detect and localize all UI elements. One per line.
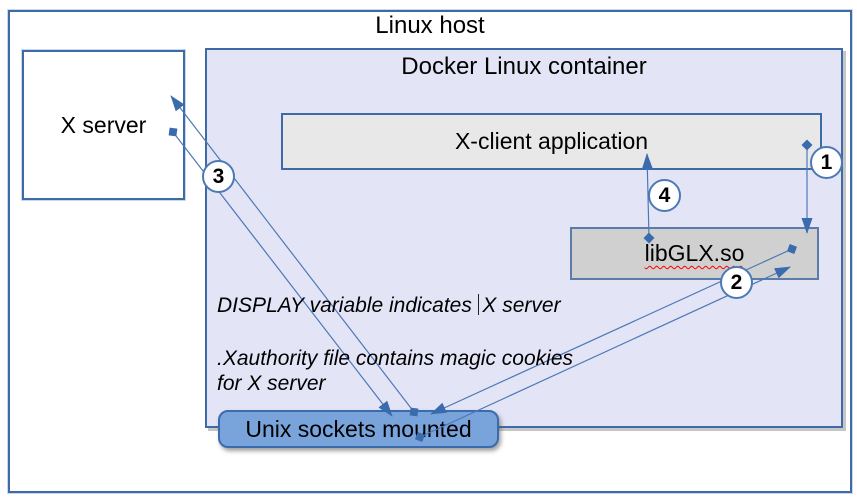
libglx-label: libGLX.so	[644, 240, 745, 266]
docker-container-title: Docker Linux container	[401, 53, 647, 80]
xauthority-note-line2: for X server	[217, 372, 326, 395]
xauthority-note: .Xauthority file contains magic cookies …	[217, 346, 573, 396]
text-cursor	[477, 294, 480, 315]
x-client-application-node: X-client application	[281, 113, 822, 170]
x-server-node: X server	[21, 49, 186, 201]
linux-host-title: Linux host	[375, 12, 485, 39]
xauthority-note-line1: .Xauthority file contains magic cookies	[217, 347, 574, 370]
step-2-badge: 2	[720, 266, 753, 299]
step-4-badge: 4	[648, 179, 681, 212]
x-server-label: X server	[60, 111, 147, 138]
libglx-node: libGLX.so	[570, 227, 819, 280]
unix-sockets-node: Unix sockets mounted	[218, 410, 499, 448]
step-3-badge: 3	[202, 160, 235, 193]
display-note-text-after: X server	[482, 294, 561, 317]
display-note-text-before: DISPLAY variable indicates	[217, 294, 472, 317]
unix-sockets-label: Unix sockets mounted	[245, 415, 472, 442]
display-variable-note: DISPLAY variable indicates X server	[217, 293, 561, 318]
x-client-application-label: X-client application	[454, 128, 649, 154]
step-1-badge: 1	[810, 146, 843, 179]
